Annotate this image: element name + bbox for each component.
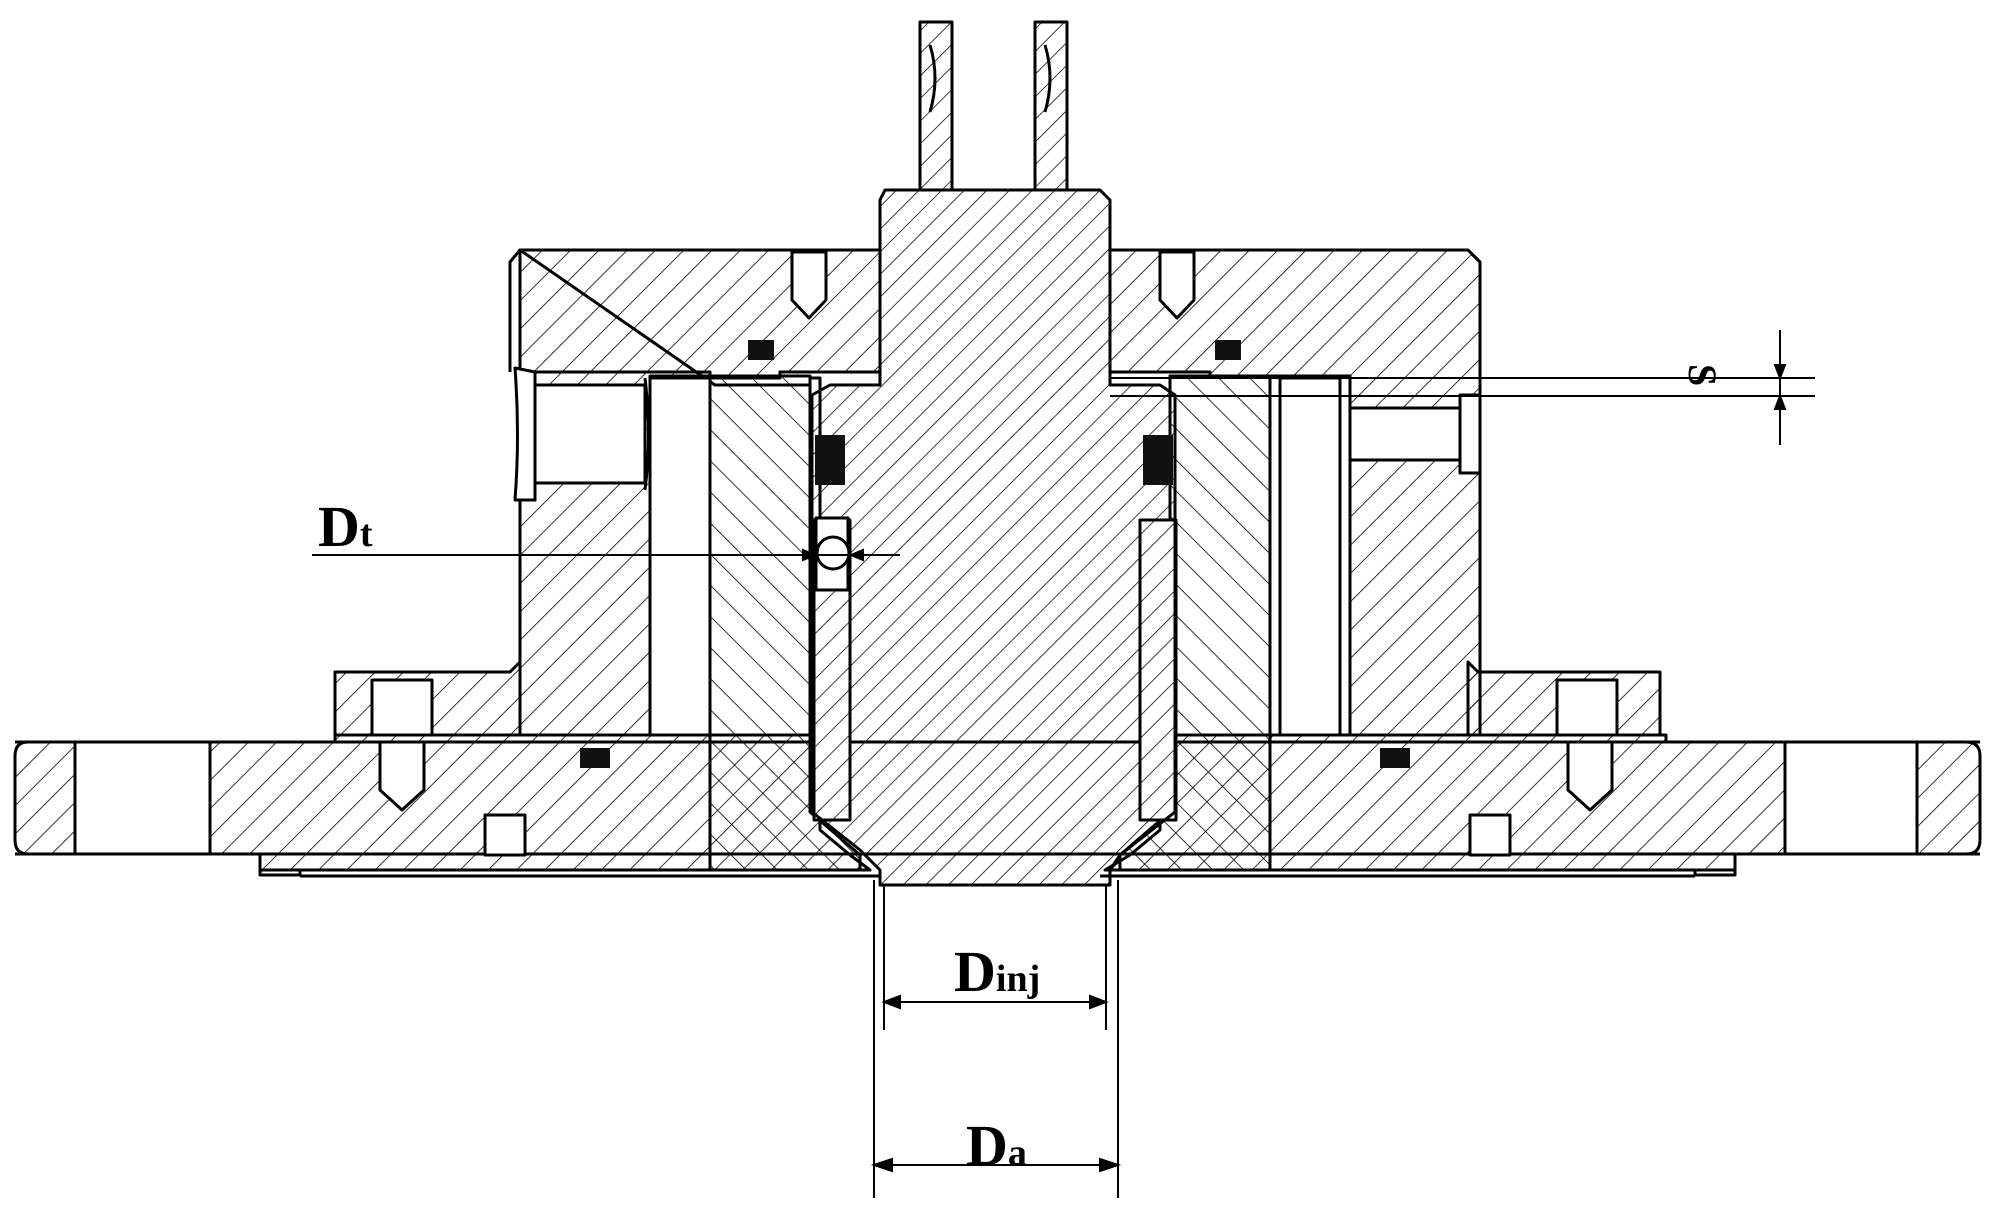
label-s: S [1680,364,1725,387]
top-tubes [918,20,1069,192]
label-dt-main: D [318,494,360,559]
label-dinj: Dinj [954,943,1040,1001]
label-dt-sub: t [359,513,373,555]
label-da-main: D [966,1113,1008,1178]
dimension-dinj [881,885,1109,1030]
dimension-s [1110,330,1815,445]
label-da-sub: a [1007,1132,1027,1174]
dimension-da [870,880,1122,1198]
seals [580,340,1410,768]
bolt-holes [378,250,1614,857]
injector-stem [810,188,1177,887]
label-dinj-main: D [954,939,996,1004]
housing-body [508,248,1482,737]
label-dt: Dt [318,498,373,556]
dimension-dt [312,548,900,562]
label-dinj-sub: inj [995,958,1041,1000]
side-ports [513,366,1482,502]
label-da: Da [966,1117,1027,1175]
